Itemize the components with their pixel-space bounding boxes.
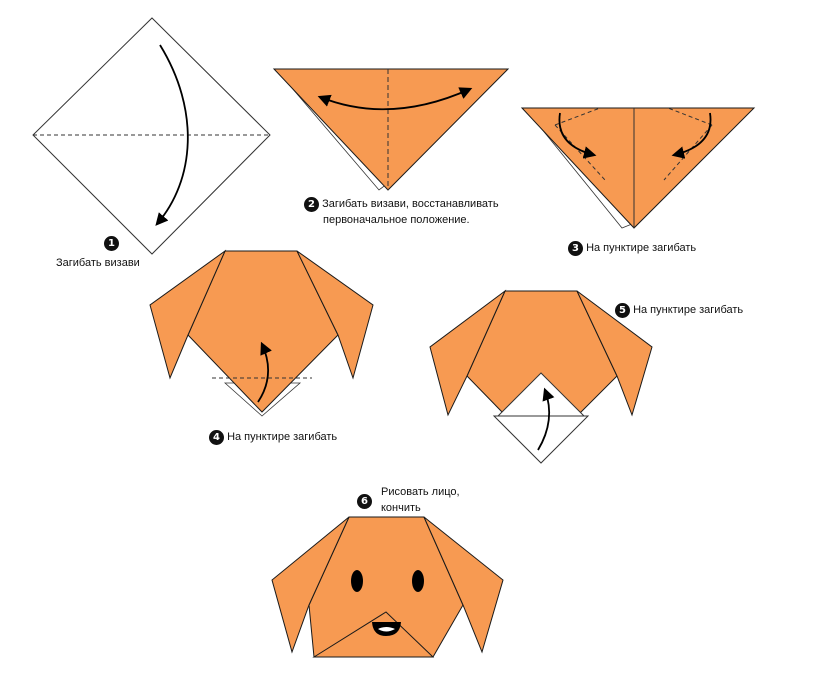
step6-text-line1: Рисовать лицо, [381, 486, 460, 498]
step3-arrow-left [558, 112, 597, 159]
step6-number: 6 [357, 494, 372, 509]
step4-ear-left [149, 249, 227, 380]
step1-caption: Загибать визави [56, 257, 140, 269]
step2-diagram [272, 68, 510, 191]
step1-fold-arrow [155, 44, 189, 226]
step2-caption: 2 Загибать визави, восстанавливать перво… [304, 196, 544, 228]
step5-text: На пунктире загибать [633, 304, 744, 316]
step6-muzzle [312, 611, 435, 658]
step5-diagram [429, 289, 653, 464]
step3-number: 3 [568, 240, 583, 256]
step3-fold-line-left [554, 107, 601, 126]
step5-fold-arrow [537, 387, 555, 451]
step6-eye-right [412, 570, 424, 592]
step6-diagram [271, 516, 504, 658]
step2-fold-arrow [317, 87, 473, 111]
step4-caption: 4 На пунктире загибать [209, 429, 337, 445]
step4-text: На пунктире загибать [227, 431, 338, 443]
step1-number: 1 [104, 236, 119, 251]
step3-text: На пунктире загибать [586, 242, 697, 254]
step2-number: 2 [304, 196, 319, 212]
step5-number: 5 [615, 302, 630, 318]
step6-text-line2: кончить [381, 502, 421, 514]
step3-arrow-right [671, 112, 712, 159]
step4-fold-arrow [257, 341, 272, 403]
step6-ear-right [423, 516, 504, 654]
step1-diagram [32, 17, 271, 255]
step3-fold-line-right [667, 107, 713, 126]
step5-white-triangle [496, 372, 586, 417]
step5-caption: 5 На пунктире загибать [615, 302, 743, 318]
step4-diagram [149, 249, 374, 417]
step2-triangle [272, 68, 510, 191]
step2-text-line2: первоначальное положение. [323, 214, 470, 226]
step2-text-line1: Загибать визави, восстанавливать [322, 198, 499, 210]
step6-eye-left [351, 570, 363, 592]
step1-square [32, 17, 271, 255]
step6-ear-left [271, 516, 350, 654]
step3-fold-line-left2 [554, 124, 606, 181]
step3-fold-line-right2 [663, 124, 713, 181]
step4-number: 4 [209, 429, 224, 445]
step5-ear-right [576, 290, 653, 417]
step6-caption: Рисовать лицо, кончить [381, 484, 460, 516]
step3-diagram [520, 107, 756, 229]
step3-caption: 3 На пунктире загибать [568, 240, 696, 256]
step4-ear-right [296, 250, 374, 380]
step3-triangle [520, 107, 756, 229]
step5-white-flap [492, 415, 590, 464]
step5-ear-left [429, 289, 507, 417]
step6-tongue [378, 627, 395, 632]
